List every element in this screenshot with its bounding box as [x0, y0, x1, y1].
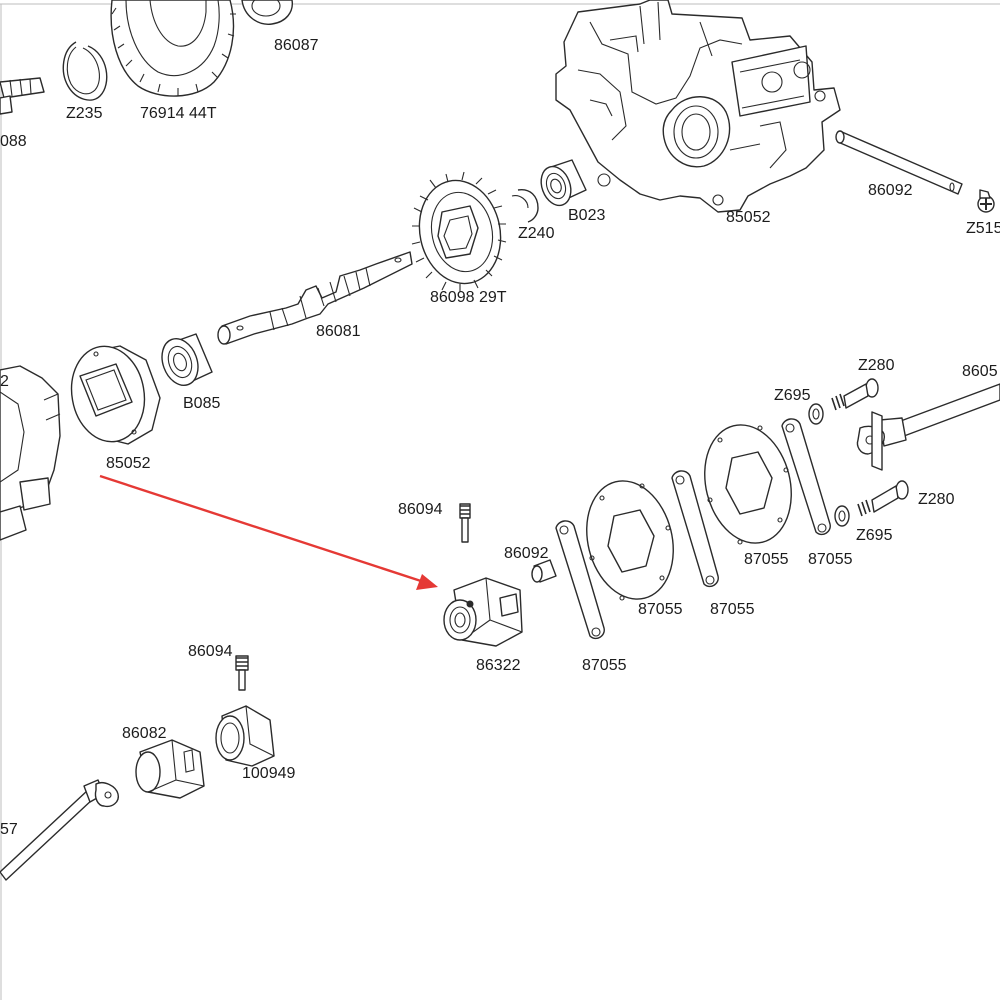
label-86081: 86081	[316, 323, 361, 340]
label-86092-pin: 86092	[504, 545, 549, 562]
label-z695-top: Z695	[774, 387, 811, 404]
label-86094-top: 86094	[398, 501, 443, 518]
pin-86092-middle	[531, 559, 557, 583]
label-8605: 8605	[962, 363, 998, 380]
gear-86098-29t	[411, 171, 507, 292]
label-86092-shaft: 86092	[868, 182, 913, 199]
bearing-86087	[241, 0, 293, 25]
label-b023: B023	[568, 207, 605, 224]
pin-86092-top	[835, 130, 963, 195]
label-57: 57	[0, 821, 18, 838]
bearing-b085	[161, 333, 213, 386]
label-z235: Z235	[66, 105, 103, 122]
clip-z240	[511, 189, 539, 223]
label-z515: Z515	[966, 220, 1000, 237]
plate-87055-link-right	[781, 418, 831, 536]
left-housing-part	[0, 365, 61, 541]
label-87055-b: 87055	[808, 551, 853, 568]
label-87055-c: 87055	[638, 601, 683, 618]
hub-86322	[443, 577, 523, 647]
red-arrow	[99, 474, 438, 590]
label-86098-29t: 86098 29T	[430, 289, 507, 306]
washer-z695-bottom	[834, 505, 850, 527]
label-76914-44t: 76914 44T	[140, 105, 217, 122]
screw-z280-top	[831, 378, 879, 411]
driveshaft-57	[0, 779, 119, 881]
label-088: 088	[0, 133, 27, 150]
gear-76914-44t	[110, 0, 236, 97]
shaft-088	[0, 77, 45, 115]
label-z695-bottom: Z695	[856, 527, 893, 544]
outdrive-86082	[135, 739, 205, 799]
label-2: 2	[0, 373, 9, 390]
setscrew-86094-top	[459, 503, 471, 543]
label-100949: 100949	[242, 765, 295, 782]
shaft-86081	[217, 251, 413, 345]
clutch-drum-85052	[70, 345, 161, 445]
disc-87055-right	[704, 424, 792, 545]
label-86094-bottom: 86094	[188, 643, 233, 660]
screw-z515	[977, 189, 995, 213]
plate-87055-link-left	[555, 520, 605, 640]
label-z240: Z240	[518, 225, 555, 242]
screw-z280-bottom	[857, 480, 909, 517]
driveshaft-8605	[856, 383, 1000, 471]
bearing-b023	[540, 159, 587, 207]
label-86082: 86082	[122, 725, 167, 742]
label-87055-d: 87055	[710, 601, 755, 618]
label-b085: B085	[183, 395, 220, 412]
label-z280-bottom: Z280	[918, 491, 955, 508]
label-87055-e: 87055	[582, 657, 627, 674]
setscrew-86094-bottom	[235, 655, 249, 691]
gearbox-case-85052	[555, 0, 841, 213]
label-86322: 86322	[476, 657, 521, 674]
plate-87055-link-middle	[671, 470, 719, 588]
label-87055-a: 87055	[744, 551, 789, 568]
label-86087: 86087	[274, 37, 319, 54]
washer-z695-top	[808, 403, 824, 425]
circlip-z235	[62, 41, 108, 101]
disc-87055-left	[586, 480, 674, 601]
label-85052-case: 85052	[726, 209, 771, 226]
cup-100949	[215, 705, 275, 767]
label-85052-drum: 85052	[106, 455, 151, 472]
label-z280-top: Z280	[858, 357, 895, 374]
